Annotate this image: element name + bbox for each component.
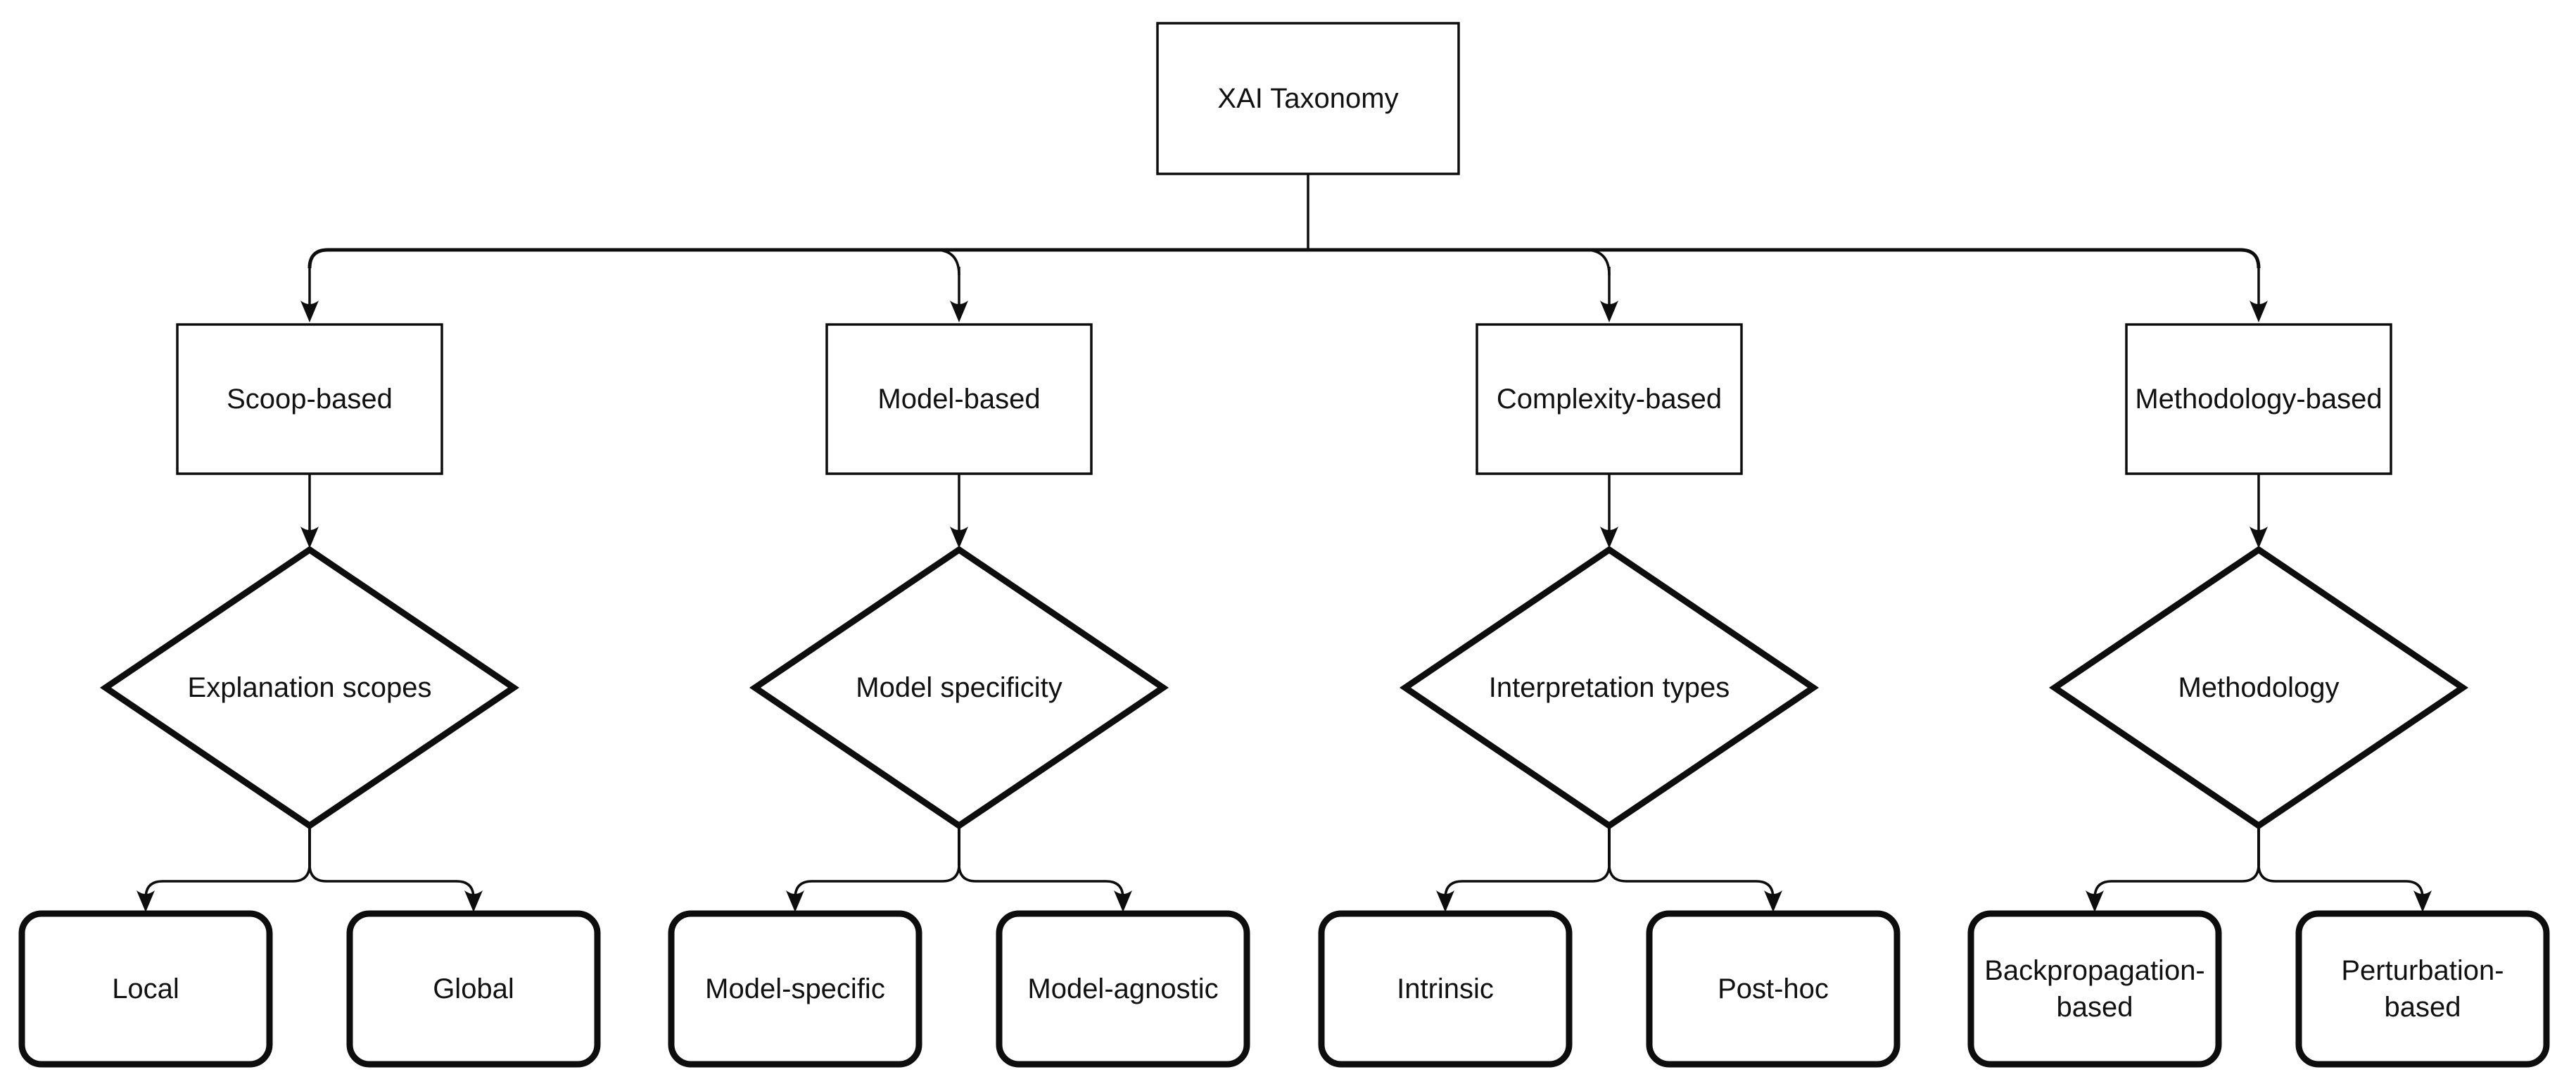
label-explanation-scopes: Explanation scopes <box>188 672 432 703</box>
node-complexity-based <box>1476 323 1743 475</box>
label-methodology: Methodology <box>2178 672 2339 703</box>
arrowhead-into-global <box>464 890 483 912</box>
arrowhead-into-model-based <box>950 301 968 322</box>
arrowhead-layer <box>137 301 2432 912</box>
label-methodology-based: Methodology-based <box>2135 384 2382 415</box>
node-methodology-based <box>2125 323 2392 475</box>
arrowhead-into-scoop-based <box>300 301 319 322</box>
decision-model-specificity <box>749 546 1169 830</box>
arrowhead-into-model-specific <box>786 890 804 912</box>
arrowhead-into-model-specificity <box>950 526 968 548</box>
label-post-hoc: Post-hoc <box>1718 973 1829 1004</box>
connector-split-left-explanation-scopes <box>144 864 311 899</box>
leaf-intrinsic <box>1318 910 1573 1068</box>
arrowhead-into-interpretation-types <box>1600 526 1618 548</box>
decision-explanation-scopes <box>99 546 520 830</box>
connector-split-right-interpretation-types <box>1608 864 1775 899</box>
connector-split-left-model-specificity <box>794 864 960 899</box>
node-layer <box>18 22 2550 1068</box>
label-line-backpropagation-based-0: Backpropagation- <box>1984 955 2205 986</box>
label-scoop-based: Scoop-based <box>227 384 393 415</box>
label-intrinsic: Intrinsic <box>1397 973 1494 1004</box>
leaf-model-specific <box>668 910 922 1068</box>
label-local: Local <box>112 973 179 1004</box>
node-xai-taxonomy <box>1156 22 1460 175</box>
label-model-based: Model-based <box>877 384 1040 415</box>
label-global: Global <box>433 973 514 1004</box>
arrowhead-into-post-hoc <box>1764 890 1782 912</box>
arrowhead-into-model-agnostic <box>1114 890 1132 912</box>
leaf-global <box>346 910 601 1068</box>
label-perturbation-based: Perturbation-based <box>2341 955 2504 1023</box>
label-backpropagation-based: Backpropagation-based <box>1984 955 2205 1023</box>
label-interpretation-types: Interpretation types <box>1489 672 1730 703</box>
leaf-post-hoc <box>1646 910 1901 1068</box>
decision-methodology <box>2048 546 2469 830</box>
label-line-perturbation-based-1: based <box>2385 992 2461 1023</box>
connector-split-left-interpretation-types <box>1444 864 1611 899</box>
leaf-model-agnostic <box>996 910 1250 1068</box>
connector-split-left-methodology <box>2093 864 2260 899</box>
label-line-backpropagation-based-1: based <box>2057 992 2133 1023</box>
connector-split-right-model-specificity <box>958 864 1124 899</box>
label-line-perturbation-based-0: Perturbation- <box>2341 955 2504 986</box>
arrowhead-into-explanation-scopes <box>300 526 319 548</box>
label-model-agnostic: Model-agnostic <box>1027 973 1218 1004</box>
label-xai-taxonomy: XAI Taxonomy <box>1217 83 1398 114</box>
arrowhead-into-complexity-based <box>1600 301 1618 322</box>
arrowhead-into-methodology <box>2250 526 2268 548</box>
label-model-specificity: Model specificity <box>856 672 1062 703</box>
connector-branch-rail <box>307 248 2261 269</box>
arrowhead-into-perturbation-based <box>2413 890 2432 912</box>
node-model-based <box>825 323 1093 475</box>
label-complexity-based: Complexity-based <box>1497 384 1722 415</box>
label-model-specific: Model-specific <box>705 973 885 1004</box>
connector-split-right-explanation-scopes <box>308 864 475 899</box>
arrowhead-into-methodology-based <box>2250 301 2268 322</box>
connector-split-right-methodology <box>2257 864 2424 899</box>
leaf-backpropagation-based <box>1967 910 2222 1068</box>
leaf-perturbation-based <box>2295 910 2550 1068</box>
decision-interpretation-types <box>1399 546 1820 830</box>
arrowhead-into-local <box>137 890 155 912</box>
node-scoop-based <box>176 323 443 475</box>
leaf-local <box>18 910 273 1068</box>
connector-layer <box>144 172 2424 899</box>
arrowhead-into-intrinsic <box>1436 890 1454 912</box>
arrowhead-into-backpropagation-based <box>2086 890 2104 912</box>
